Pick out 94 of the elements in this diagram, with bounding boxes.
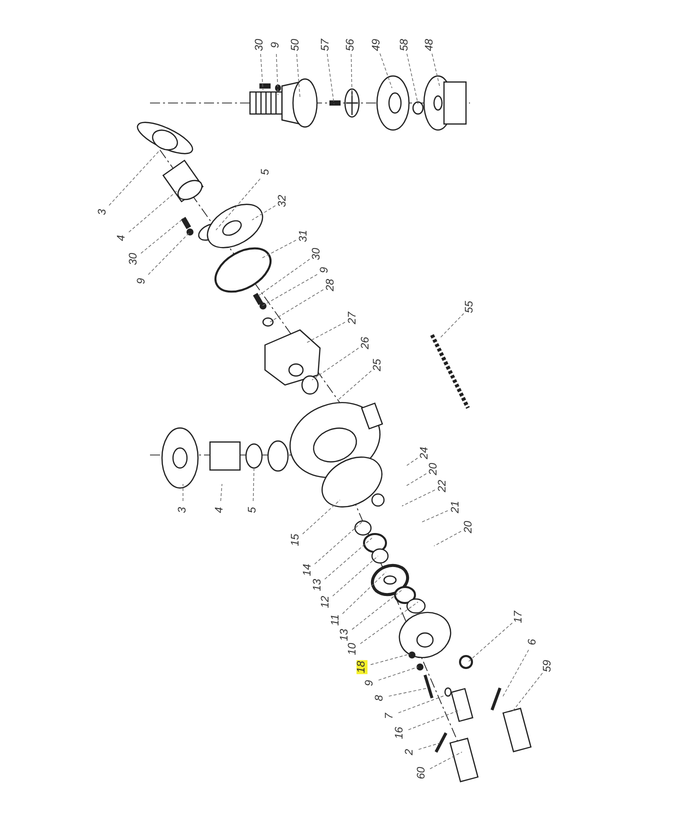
leader-line (402, 490, 436, 506)
leader-line (302, 500, 340, 534)
leader-line (332, 556, 378, 596)
leader-line (468, 622, 513, 662)
leader-line (418, 742, 440, 750)
leader-line (182, 484, 184, 502)
leader-line (312, 348, 359, 380)
leader-line (352, 590, 402, 630)
leader-line (360, 602, 418, 644)
callout-number: 49 (372, 38, 382, 52)
callout-number: 30 (128, 252, 140, 266)
callout-number: 30 (254, 38, 266, 52)
callout-number: 55 (464, 300, 476, 314)
leader-line (270, 289, 324, 322)
leader-line (406, 53, 418, 104)
callout-number: 32 (278, 194, 288, 208)
leader-line (306, 322, 346, 344)
callout-number: 4 (116, 234, 128, 242)
callout-number: 56 (346, 38, 356, 52)
leader-line (252, 205, 276, 220)
callout-number: 16 (394, 726, 406, 740)
leader-line (338, 370, 372, 400)
leader-line (148, 232, 190, 275)
leader-line (422, 510, 448, 522)
leader-line (262, 274, 318, 306)
callout-number: 25 (372, 358, 384, 372)
callout-number: 31 (298, 228, 310, 244)
callout-number: 13 (340, 628, 350, 642)
leader-line (296, 54, 300, 98)
leader-line (434, 530, 462, 546)
leader-line (108, 150, 160, 206)
leader-line (342, 572, 386, 614)
callout-number: 5 (260, 168, 272, 176)
leader-line (260, 54, 264, 90)
callout-number: 12 (320, 594, 332, 610)
callout-number: 20 (428, 462, 440, 476)
leader-line (276, 54, 278, 96)
leader-line (512, 672, 543, 712)
callout-number: 10 (348, 642, 358, 656)
leader-line (252, 468, 254, 502)
callout-number: 7 (384, 712, 396, 720)
leader-line (388, 688, 428, 697)
leader-line (220, 484, 222, 502)
leader-line (324, 538, 372, 580)
leader-line (314, 522, 362, 564)
leader-line (398, 694, 446, 714)
callout-number: 27 (348, 310, 358, 326)
callout-number: 18 (356, 660, 368, 674)
leader-line (430, 752, 462, 770)
callout-number: 4 (214, 506, 226, 514)
leader-line (216, 178, 260, 230)
leader-line (262, 240, 296, 258)
callout-number: 15 (290, 532, 302, 548)
callout-number: 58 (400, 38, 410, 52)
callout-number: 9 (270, 40, 282, 50)
leader-line (502, 650, 529, 698)
callout-number: 9 (320, 266, 330, 274)
callout-number: 21 (450, 500, 462, 514)
callout-number: 6 (528, 638, 538, 646)
callout-number: 26 (360, 336, 372, 350)
callout-number: 17 (514, 610, 524, 624)
leader-line (378, 666, 418, 680)
callout-number: 14 (302, 562, 314, 578)
leader-line (440, 313, 464, 338)
callout-number: 9 (136, 276, 148, 286)
callout-number: 3 (178, 506, 188, 514)
leader-line (408, 710, 460, 730)
leader-line (140, 218, 184, 254)
callout-number: 60 (416, 766, 428, 780)
callout-number: 24 (420, 446, 430, 460)
leader-line (350, 54, 352, 96)
callout-number: 57 (320, 38, 332, 52)
callout-number: 3 (98, 208, 108, 216)
callout-number: 5 (248, 506, 258, 514)
callout-number: 30 (312, 246, 322, 262)
callout-number: 8 (374, 694, 386, 702)
callout-number: 59 (542, 658, 554, 674)
leader-line (432, 53, 440, 88)
callout-number: 13 (312, 578, 324, 592)
leader-line (370, 654, 410, 665)
callout-number: 28 (326, 278, 336, 292)
leader-line (406, 458, 418, 466)
callout-number: 20 (464, 520, 474, 534)
leader-line (406, 473, 427, 486)
leader-line (128, 190, 178, 232)
callout-number: 50 (290, 38, 302, 52)
callout-number: 48 (424, 38, 436, 52)
leader-line (380, 53, 392, 88)
leader-line (258, 258, 310, 296)
callout-number: 22 (438, 478, 448, 494)
callout-number: 2 (404, 748, 416, 756)
callout-number: 11 (330, 613, 342, 627)
leader-line (326, 54, 334, 104)
callout-number: 9 (364, 678, 376, 688)
